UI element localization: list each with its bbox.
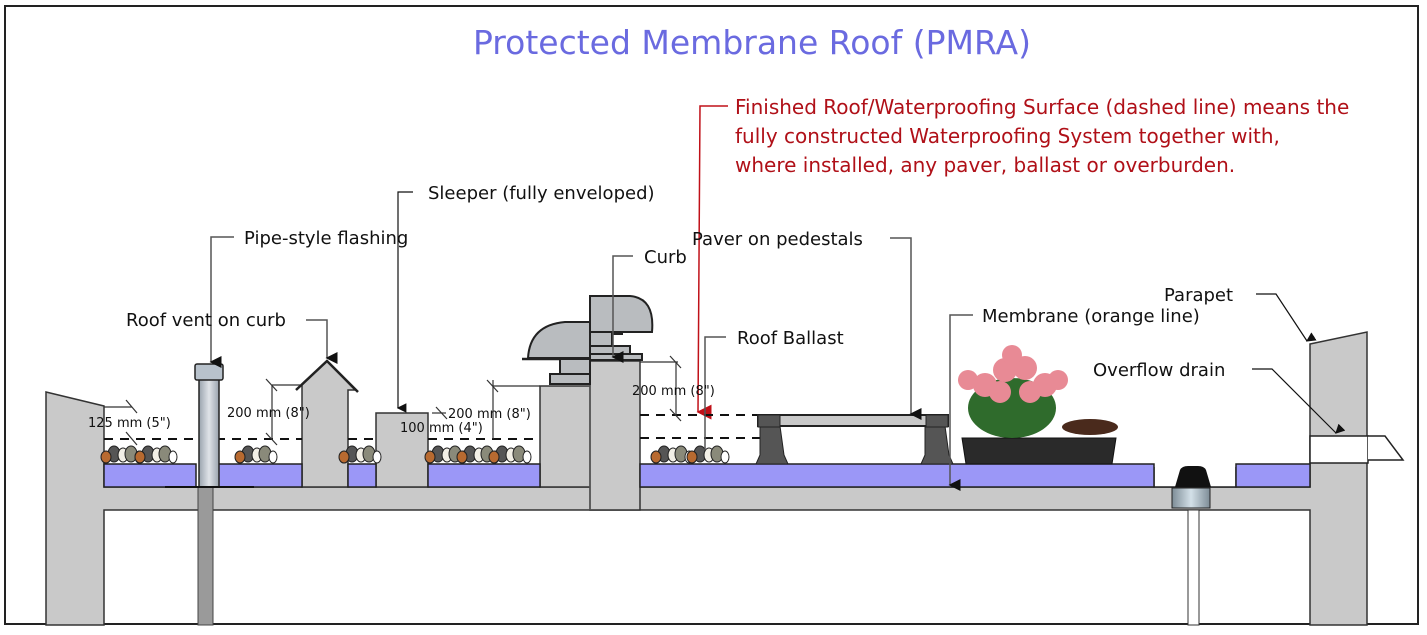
definition-leader bbox=[696, 105, 728, 420]
label-roof-vent: Roof vent on curb bbox=[126, 310, 286, 331]
roof-vent bbox=[522, 295, 654, 385]
definition-line-3: where installed, any paver, ballast or o… bbox=[735, 153, 1235, 177]
insulation-layer bbox=[103, 463, 1311, 488]
label-sleeper: Sleeper (fully enveloped) bbox=[428, 183, 655, 204]
definition-line-2: fully constructed Waterproofing System t… bbox=[735, 124, 1280, 148]
label-roof-ballast: Roof Ballast bbox=[737, 328, 844, 349]
label-overflow-drain: Overflow drain bbox=[1093, 360, 1225, 381]
finished-surface-definition: Finished Roof/Waterproofing Surface (das… bbox=[696, 95, 1349, 420]
label-pipe-flashing: Pipe-style flashing bbox=[244, 228, 408, 249]
dim-curb-right: 200 mm (8") bbox=[632, 384, 715, 399]
paver-on-pedestals bbox=[755, 414, 954, 465]
dimensions: 125 mm (5") 200 mm (8") 200 mm (8") 100 … bbox=[88, 355, 715, 446]
label-membrane: Membrane (orange line) bbox=[982, 306, 1200, 327]
dim-vent-curb: 200 mm (8") bbox=[448, 407, 531, 422]
concrete-structure bbox=[45, 331, 1368, 626]
diagram-title: Protected Membrane Roof (PMRA) bbox=[473, 23, 1031, 62]
dim-pipe: 200 mm (8") bbox=[227, 406, 310, 421]
definition-line-1: Finished Roof/Waterproofing Surface (das… bbox=[735, 95, 1349, 119]
label-paver: Paver on pedestals bbox=[692, 229, 863, 250]
pipe-vent bbox=[165, 363, 254, 626]
area-drain bbox=[1171, 466, 1211, 626]
sleeper bbox=[375, 412, 429, 488]
callouts: Sleeper (fully enveloped) Pipe-style fla… bbox=[126, 183, 1346, 491]
dim-left-wall: 125 mm (5") bbox=[88, 416, 171, 431]
planter bbox=[958, 345, 1118, 465]
overflow-drain bbox=[1309, 435, 1405, 464]
vent-base-curb bbox=[539, 385, 593, 488]
diagram-frame bbox=[4, 5, 1419, 625]
dim-sleeper: 100 mm (4") bbox=[400, 421, 483, 436]
label-parapet: Parapet bbox=[1164, 285, 1233, 306]
label-curb: Curb bbox=[644, 247, 687, 268]
curb bbox=[589, 360, 641, 511]
